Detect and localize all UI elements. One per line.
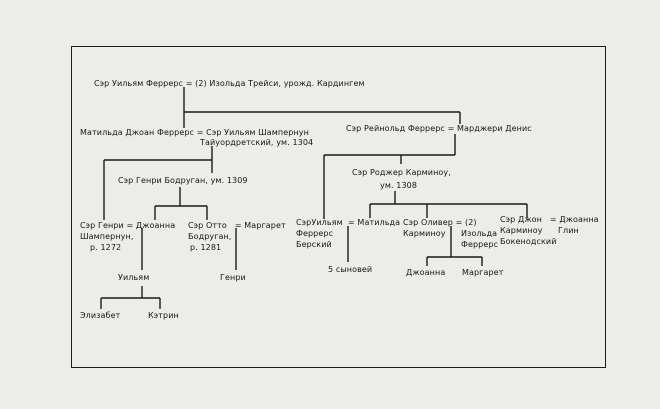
oliver-karminow-label: Сэр Оливер = (2) (403, 218, 477, 227)
william-bere-label: СэрУильям = Матильда (296, 218, 401, 227)
otto-bodrugan-label: Сэр Отто = Маргарет (188, 221, 286, 230)
matilda-couple-label-2: Тайуордретский, ум. 1304 (200, 138, 314, 147)
william-label: Уильям (118, 273, 150, 282)
otto-bodrugan-label-2: Бодруган, (188, 232, 232, 241)
isolda-ferrers-label-2: Феррерс (461, 240, 499, 249)
henry-champernoun-label: Сэр Генри = Джоанна (80, 221, 176, 230)
john-karminow-label: Сэр Джон = Джоанна (500, 215, 599, 224)
henry-champernoun-label-2: Шампернун, (80, 232, 134, 241)
roger-karminow-label: Сэр Роджер Карминоу, (352, 168, 451, 177)
isolda-ferrers-label: Изольда (461, 229, 498, 238)
otto-bodrugan-label-3: р. 1281 (190, 243, 222, 252)
henry-champernoun-label-3: р. 1272 (90, 243, 122, 252)
john-karminow-label-2: Карминоу (500, 226, 543, 235)
oliver-karminow-label-2: Карминоу (403, 229, 446, 238)
joanna-label: Джоанна (406, 268, 446, 277)
reynold-couple-label: Сэр Рейнольд Феррерс = Марджери Денис (346, 124, 532, 133)
glyn-label: Глин (558, 226, 579, 235)
katherine-label: Кэтрин (148, 311, 179, 320)
john-karminow-label-3: Бокенодский (500, 237, 557, 246)
matilda-couple-label: Матильда Джоан Феррерс = Сэр Уильям Шамп… (80, 128, 309, 137)
diagram-frame (71, 46, 606, 368)
elizabeth-label: Элизабет (80, 311, 121, 320)
henry-bodrugan-label: Сэр Генри Бодруган, ум. 1309 (118, 176, 248, 185)
margaret-label: Маргарет (462, 268, 504, 277)
william-bere-label-2: Феррерс (296, 229, 334, 238)
roger-karminow-label-2: ум. 1308 (380, 181, 418, 190)
william-bere-label-3: Берский (296, 240, 332, 249)
five-sons-label: 5 сыновей (328, 265, 373, 274)
root-couple-label: Сэр Уильям Феррерс = (2) Изольда Трейси,… (94, 79, 365, 88)
henry-label: Генри (220, 273, 246, 282)
